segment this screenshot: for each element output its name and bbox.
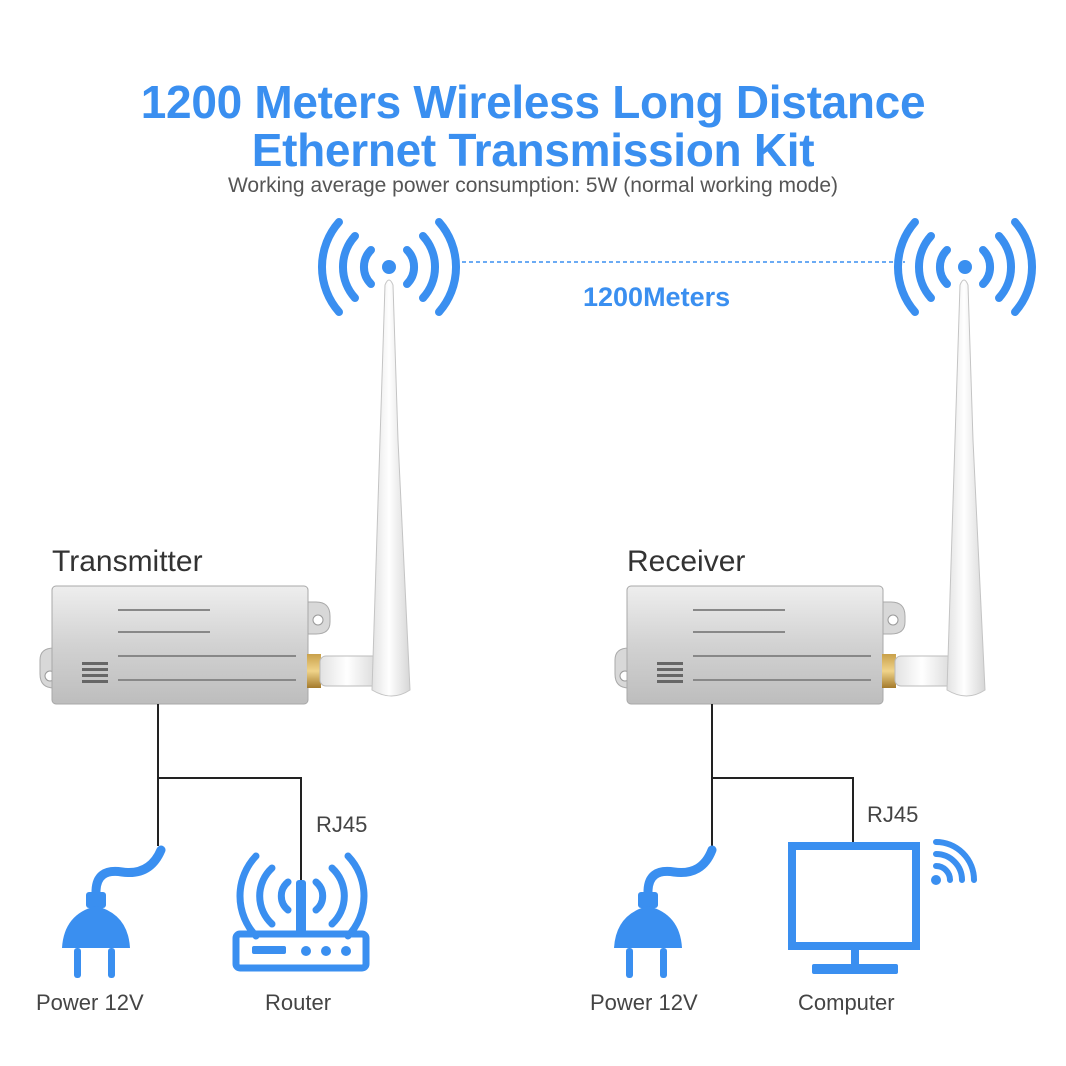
monitor-icon: [788, 842, 920, 974]
title-line-1: 1200 Meters Wireless Long Distance: [140, 76, 926, 128]
receiver-label: Receiver: [627, 545, 746, 578]
rx-power-label: Power 12V: [590, 990, 698, 1015]
transmitter-device: [39, 279, 411, 705]
subtitle: Working average power consumption: 5W (n…: [227, 174, 839, 197]
power-plug-icon: [62, 845, 166, 978]
computer-label: Computer: [798, 990, 895, 1015]
wifi-signal-icon: [894, 218, 1036, 316]
antenna-icon: [946, 279, 986, 697]
tx-wiring: [157, 704, 302, 888]
wifi-signal-icon: [318, 218, 460, 316]
rx-wiring: [711, 704, 854, 846]
power-plug-icon: [614, 845, 717, 978]
distance-label: 1200Meters: [583, 282, 731, 312]
transmitter-label: Transmitter: [52, 545, 203, 578]
receiver-device: [614, 279, 986, 705]
tx-power-label: Power 12V: [36, 990, 144, 1015]
router-label: Router: [265, 990, 332, 1015]
antenna-icon: [371, 279, 411, 697]
rx-rj45-label: RJ45: [867, 802, 919, 827]
title-line-2: Ethernet Transmission Kit: [251, 124, 815, 176]
router-icon: [232, 852, 370, 972]
wifi-signal-icon: [931, 839, 977, 885]
tx-rj45-label: RJ45: [316, 812, 368, 837]
